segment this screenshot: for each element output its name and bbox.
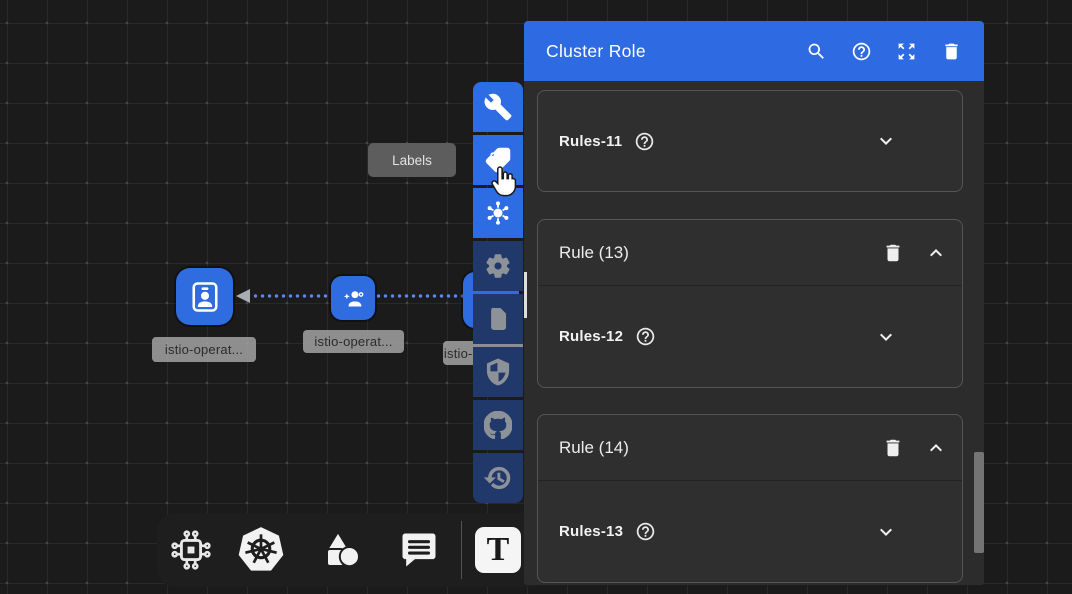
toolbar-divider [461, 521, 462, 579]
text-tool-glyph: T [486, 531, 510, 568]
rules-row[interactable]: Rules-11 [538, 91, 962, 191]
cluster-role-panel: Cluster Role Rules-11 R [524, 21, 984, 585]
rule-header[interactable]: Rule (13) [538, 220, 962, 286]
help-icon[interactable] [635, 521, 656, 542]
panel-scrollbar-thumb[interactable] [974, 452, 984, 553]
edge-dotted [252, 294, 331, 298]
tools-button[interactable] [473, 82, 523, 132]
node-label: istio-operat... [303, 330, 404, 353]
labels-tooltip: Labels [368, 143, 456, 177]
shapes-icon[interactable] [317, 526, 365, 574]
chevron-up-icon[interactable] [924, 241, 948, 265]
chevron-down-icon[interactable] [874, 520, 898, 544]
rule-header[interactable]: Rule (14) [538, 415, 962, 481]
rules-row[interactable]: Rules-12 [538, 286, 962, 387]
bottom-toolbar: T [157, 513, 548, 587]
node-cluster-role[interactable] [176, 268, 233, 325]
node-label: istio-operat... [152, 337, 256, 362]
circuit-icon[interactable] [168, 527, 214, 573]
history-icon [484, 466, 511, 490]
panel-header-actions [806, 41, 962, 62]
expand-icon[interactable] [896, 41, 917, 62]
rules-label: Rules-13 [559, 523, 624, 540]
comment-icon[interactable] [397, 528, 441, 572]
shield-icon [486, 358, 510, 386]
panel-body[interactable]: Rules-11 Rule (13) Rules-12 [524, 81, 984, 585]
document-search-icon [491, 308, 507, 330]
github-icon [484, 411, 512, 439]
delete-icon[interactable] [941, 41, 962, 62]
doc-search-button[interactable] [473, 294, 523, 344]
search-icon[interactable] [806, 41, 827, 62]
panel-title: Cluster Role [546, 40, 646, 61]
rules-label: Rules-11 [559, 132, 623, 150]
text-tool-button[interactable]: T [475, 527, 521, 573]
rule-card: Rule (13) Rules-12 [537, 219, 963, 388]
gear-icon [486, 254, 510, 278]
rule-card: Rule (14) Rules-13 [537, 414, 963, 583]
node-service-account[interactable] [331, 276, 375, 320]
id-badge-icon [191, 281, 218, 312]
delete-icon[interactable] [882, 242, 904, 264]
history-button[interactable] [473, 453, 523, 503]
chevron-down-icon[interactable] [874, 325, 898, 349]
help-icon[interactable] [634, 131, 655, 152]
delete-icon[interactable] [882, 437, 904, 459]
wrench-icon [484, 93, 512, 121]
rules-label: Rules-12 [559, 328, 624, 345]
rules-row[interactable]: Rules-13 [538, 481, 962, 582]
help-icon[interactable] [635, 326, 656, 347]
settings-button[interactable] [473, 241, 523, 291]
rule-header-label: Rule (13) [559, 242, 629, 262]
kubernetes-icon[interactable] [236, 525, 286, 575]
mesh-button[interactable] [473, 188, 523, 238]
edge-dotted [375, 294, 474, 298]
chevron-down-icon[interactable] [874, 129, 898, 153]
security-button[interactable] [473, 347, 523, 397]
flake-icon [487, 201, 509, 225]
github-button[interactable] [473, 400, 523, 450]
help-icon[interactable] [851, 41, 872, 62]
edge-arrowhead [236, 289, 250, 303]
side-toolbar [473, 82, 523, 503]
chevron-up-icon[interactable] [924, 436, 948, 460]
panel-header: Cluster Role [524, 21, 984, 81]
panel-edge-scrollbar [524, 272, 527, 318]
hand-cursor [491, 166, 517, 197]
rules-card: Rules-11 [537, 90, 963, 192]
rule-header-label: Rule (14) [559, 437, 629, 457]
user-sparkle-icon [343, 290, 363, 306]
